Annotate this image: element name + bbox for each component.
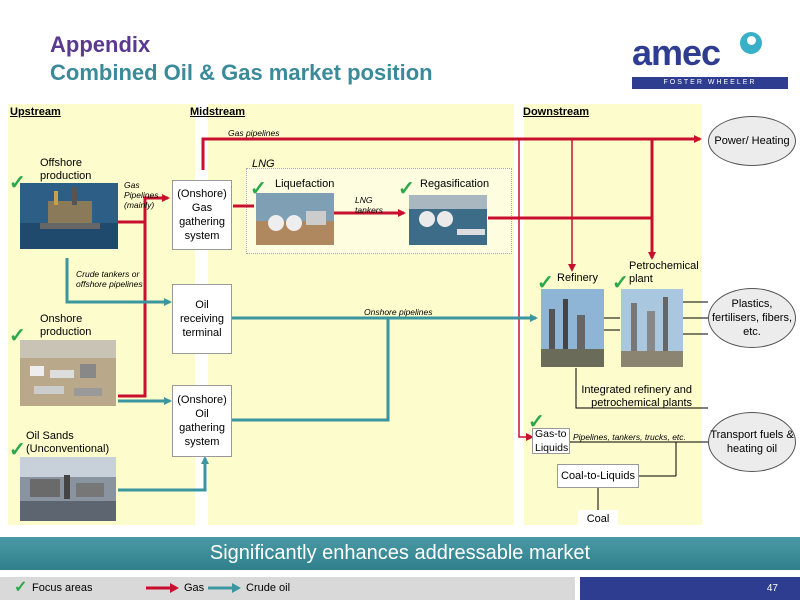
petrochemical-photo [621, 289, 683, 367]
crude-offshore-tankers [65, 258, 172, 306]
coal-box: Coal [578, 510, 618, 528]
logo-wordmark: amec [632, 32, 721, 73]
page-subtitle: Combined Oil & Gas market position [50, 60, 433, 85]
logo-subtitle: FOSTER WHEELER [632, 77, 788, 89]
oil-sands-photo [20, 457, 116, 521]
company-logo: amec FOSTER WHEELER [628, 30, 793, 92]
liquefaction-photo [256, 193, 334, 245]
pipelines-tankers-label: Pipelines, tankers, trucks, etc. [573, 432, 686, 442]
crude-gathering-to-pipeline [232, 318, 390, 422]
oil-sands-label: Oil Sands (Unconventional) [26, 430, 110, 455]
downstream-heading: Downstream [523, 106, 590, 118]
petrochemical-focus-check-icon: ✓ [612, 272, 629, 294]
oil-sands-focus-check-icon: ✓ [9, 439, 26, 461]
petrochemical-plant-label: Petrochemical plant [629, 260, 699, 285]
gas-pipelines-top-label: Gas pipelines [228, 128, 280, 138]
legend-crude-arrow-icon [208, 583, 241, 593]
offshore-platform-photo [20, 183, 118, 249]
gas-to-liquids-focus-check-icon: ✓ [528, 411, 545, 433]
page-title: Appendix [50, 32, 151, 57]
offshore-focus-check-icon: ✓ [9, 172, 26, 194]
page-number: 47 [580, 577, 800, 600]
gas-top-pipeline [201, 135, 702, 170]
lng-tankers-label: LNG tankers [355, 195, 383, 215]
gas-lines [118, 135, 702, 398]
midstream-heading: Midstream [190, 106, 246, 118]
refinery-photo [541, 289, 604, 367]
crude-tankers-label: Crude tankers or offshore pipelines [76, 269, 143, 289]
legend-crude-label: Crude oil [246, 582, 291, 594]
offshore-production-label: Offshore production [40, 157, 92, 182]
regasification-focus-check-icon: ✓ [398, 178, 415, 200]
onshore-oil-gathering-box: (Onshore) Oil gathering system [172, 385, 232, 457]
crude-oilsands [118, 456, 209, 492]
onshore-focus-check-icon: ✓ [9, 325, 26, 347]
power-heating-output: Power/ Heating [708, 116, 796, 166]
gas-main-up [118, 194, 170, 398]
refinery-focus-check-icon: ✓ [537, 272, 554, 294]
legend-focus-label: Focus areas [32, 582, 93, 594]
gas-pipelines-mainly-label: Gas Pipelines (mainly) [124, 180, 159, 210]
gas-to-liquids-box: Gas-to Liquids [532, 428, 570, 454]
transport-fuels-output: Transport fuels & heating oil [708, 412, 796, 472]
refinery-to-transport [575, 368, 680, 409]
product-lines [570, 301, 708, 512]
legend-bar [0, 577, 575, 600]
gas-to-gtl [518, 139, 534, 441]
onshore-facility-photo [20, 340, 116, 406]
regasification-photo [409, 195, 487, 245]
lng-label: LNG [252, 158, 275, 170]
legend-gas-arrow-icon [146, 583, 179, 593]
logo-ball-icon [740, 32, 762, 54]
upstream-panel [8, 104, 195, 525]
refinery-label: Refinery [557, 272, 598, 284]
onshore-production-label: Onshore production [40, 313, 92, 338]
regasification-label: Regasification [420, 178, 490, 190]
crude-lines [65, 258, 538, 492]
oil-receiving-terminal-box: Oil receiving terminal [172, 284, 232, 354]
plastics-output: Plastics, fertilisers, fibers, etc. [708, 288, 796, 348]
legend-gas-label: Gas [184, 582, 205, 594]
legend-check-icon: ✓ [14, 579, 28, 596]
integrated-plants-label: Integrated refinery and petrochemical pl… [581, 384, 692, 409]
gas-thin-lines [518, 139, 576, 441]
upstream-heading: Upstream [10, 106, 61, 118]
onshore-gas-gathering-box: (Onshore) Gas gathering system [172, 180, 232, 250]
liquefaction-label: Liquefaction [275, 178, 335, 190]
gas-regas-out [488, 216, 656, 260]
summary-banner: Significantly enhances addressable marke… [0, 537, 800, 570]
coal-to-liquids-box: Coal-to-Liquids [557, 464, 639, 488]
onshore-pipelines-label: Onshore pipelines [364, 307, 433, 317]
